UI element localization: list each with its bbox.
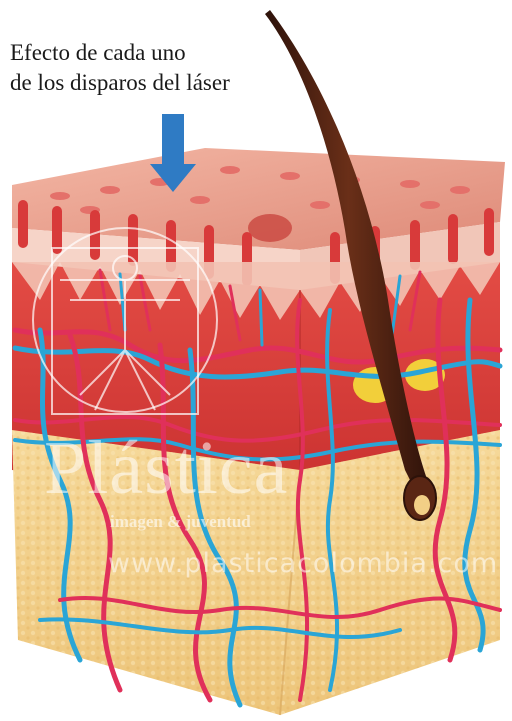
caption-line-2: de los disparos del láser [10,68,310,98]
watermark-url: www.plasticacolombia.com [108,548,498,579]
watermark-tagline: imagen & juventud [110,512,251,532]
watermark-brand: Plástica [44,428,288,508]
laser-spot [248,214,292,242]
caption-line-1: Efecto de cada uno [10,38,310,68]
laser-effect-caption: Efecto de cada uno de los disparos del l… [10,38,310,98]
